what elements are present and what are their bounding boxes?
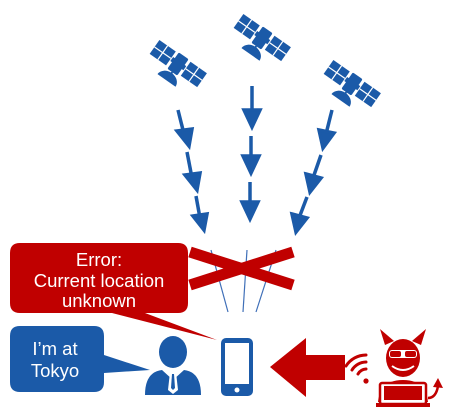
red-arrow-icon — [270, 338, 345, 397]
error-line-1: Error: — [76, 249, 122, 270]
user-bubble: I’m at Tokyo — [10, 326, 150, 392]
satellite-icon — [315, 58, 383, 119]
satellite-signals — [173, 86, 338, 236]
user-line-1: I’m at — [32, 338, 77, 359]
satellite-icon — [225, 12, 293, 73]
smartphone-icon — [221, 338, 253, 396]
error-line-2: Current location — [34, 270, 165, 291]
red-x-icon — [188, 246, 295, 291]
wireless-signal-icon — [344, 353, 369, 384]
error-bubble: Error: Current location unknown — [10, 243, 217, 340]
satellite-icon — [141, 38, 209, 99]
person-icon — [145, 336, 201, 395]
user-line-2: Tokyo — [31, 360, 79, 381]
hacker-devil-icon — [376, 329, 443, 407]
error-line-3: unknown — [62, 290, 136, 311]
